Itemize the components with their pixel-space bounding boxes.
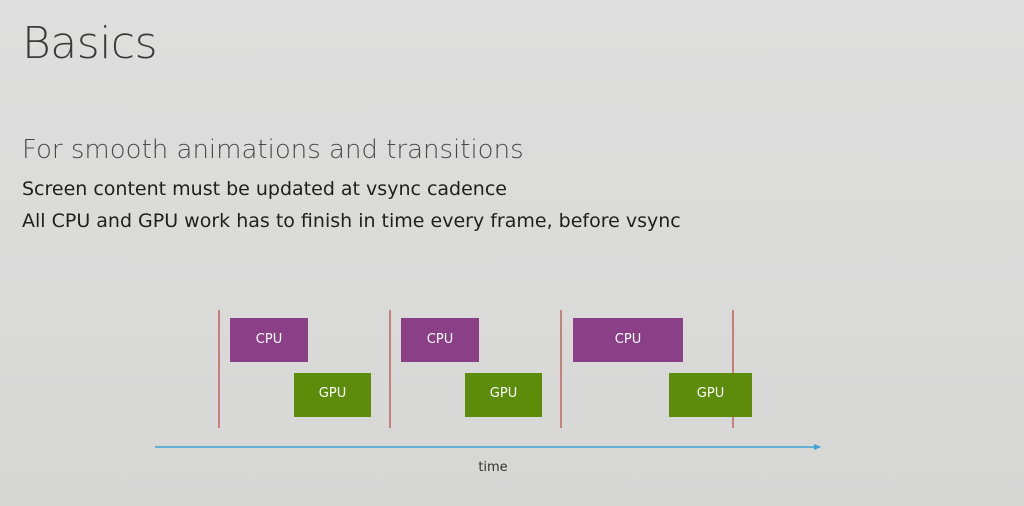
cpu-block-frame-2	[401, 318, 479, 362]
cpu-block-frame-1	[230, 318, 308, 362]
gpu-block-frame-1	[294, 373, 371, 417]
time-axis-label: time	[478, 460, 507, 475]
gpu-label-frame-3: GPU	[697, 386, 724, 401]
bullet-vsync-cadence: Screen content must be updated at vsync …	[22, 178, 507, 200]
slide-subheading: For smooth animations and transitions	[22, 135, 524, 165]
slide-title: Basics	[22, 18, 158, 69]
gpu-label-frame-2: GPU	[490, 386, 517, 401]
cpu-block-frame-3	[573, 318, 683, 362]
gpu-block-frame-3	[669, 373, 752, 417]
cpu-label-frame-1: CPU	[256, 332, 282, 347]
bullet-finish-before-vsync: All CPU and GPU work has to finish in ti…	[22, 210, 681, 232]
cpu-label-frame-2: CPU	[427, 332, 453, 347]
gpu-block-frame-2	[465, 373, 542, 417]
cpu-label-frame-3: CPU	[615, 332, 641, 347]
gpu-label-frame-1: GPU	[319, 386, 346, 401]
